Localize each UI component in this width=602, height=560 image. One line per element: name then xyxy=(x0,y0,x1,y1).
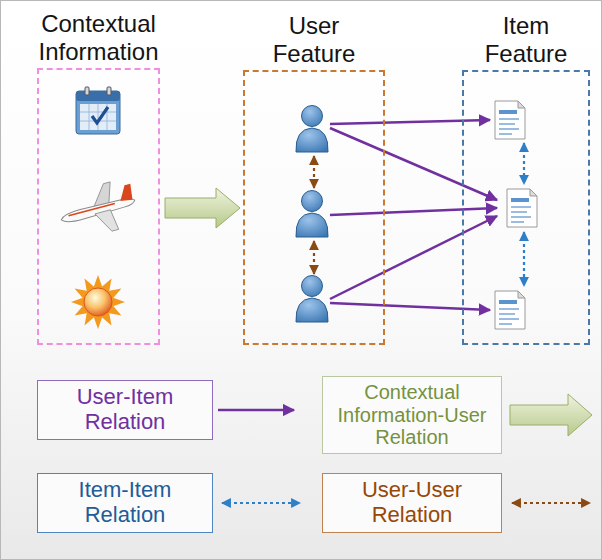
legend-box: User-User Relation xyxy=(322,473,502,532)
legend-box: Contextual Information-User Relation xyxy=(322,376,502,453)
group-heading: Item Feature xyxy=(458,12,594,68)
legend-label: User-User Relation xyxy=(328,478,496,527)
legend-label: User-Item Relation xyxy=(43,385,207,434)
legend-box: Item-Item Relation xyxy=(37,473,213,532)
group-heading: Contextual Information xyxy=(19,10,179,66)
user-icons xyxy=(296,106,328,323)
sun-icon xyxy=(71,275,125,329)
legend-label: Contextual Information-User Relation xyxy=(328,381,496,448)
group-box: Contextual Information xyxy=(37,68,160,345)
legend-box: User-Item Relation xyxy=(37,380,213,439)
context-user-arrow xyxy=(165,188,240,228)
legend-label: Item-Item Relation xyxy=(43,478,207,527)
item-item-arrows xyxy=(523,143,525,286)
user-user-arrows xyxy=(313,156,315,274)
user-item-arrows xyxy=(330,120,497,310)
group-box: User Feature xyxy=(243,70,385,345)
legend-sample xyxy=(222,502,300,504)
airplane-icon xyxy=(55,177,141,243)
group-heading: User Feature xyxy=(254,12,374,68)
legend-sample xyxy=(218,409,294,412)
legend-sample xyxy=(510,394,592,436)
group-box: Item Feature xyxy=(462,70,590,345)
legend-sample xyxy=(512,502,590,504)
calendar-icon xyxy=(76,87,120,134)
item-icons xyxy=(495,101,537,329)
